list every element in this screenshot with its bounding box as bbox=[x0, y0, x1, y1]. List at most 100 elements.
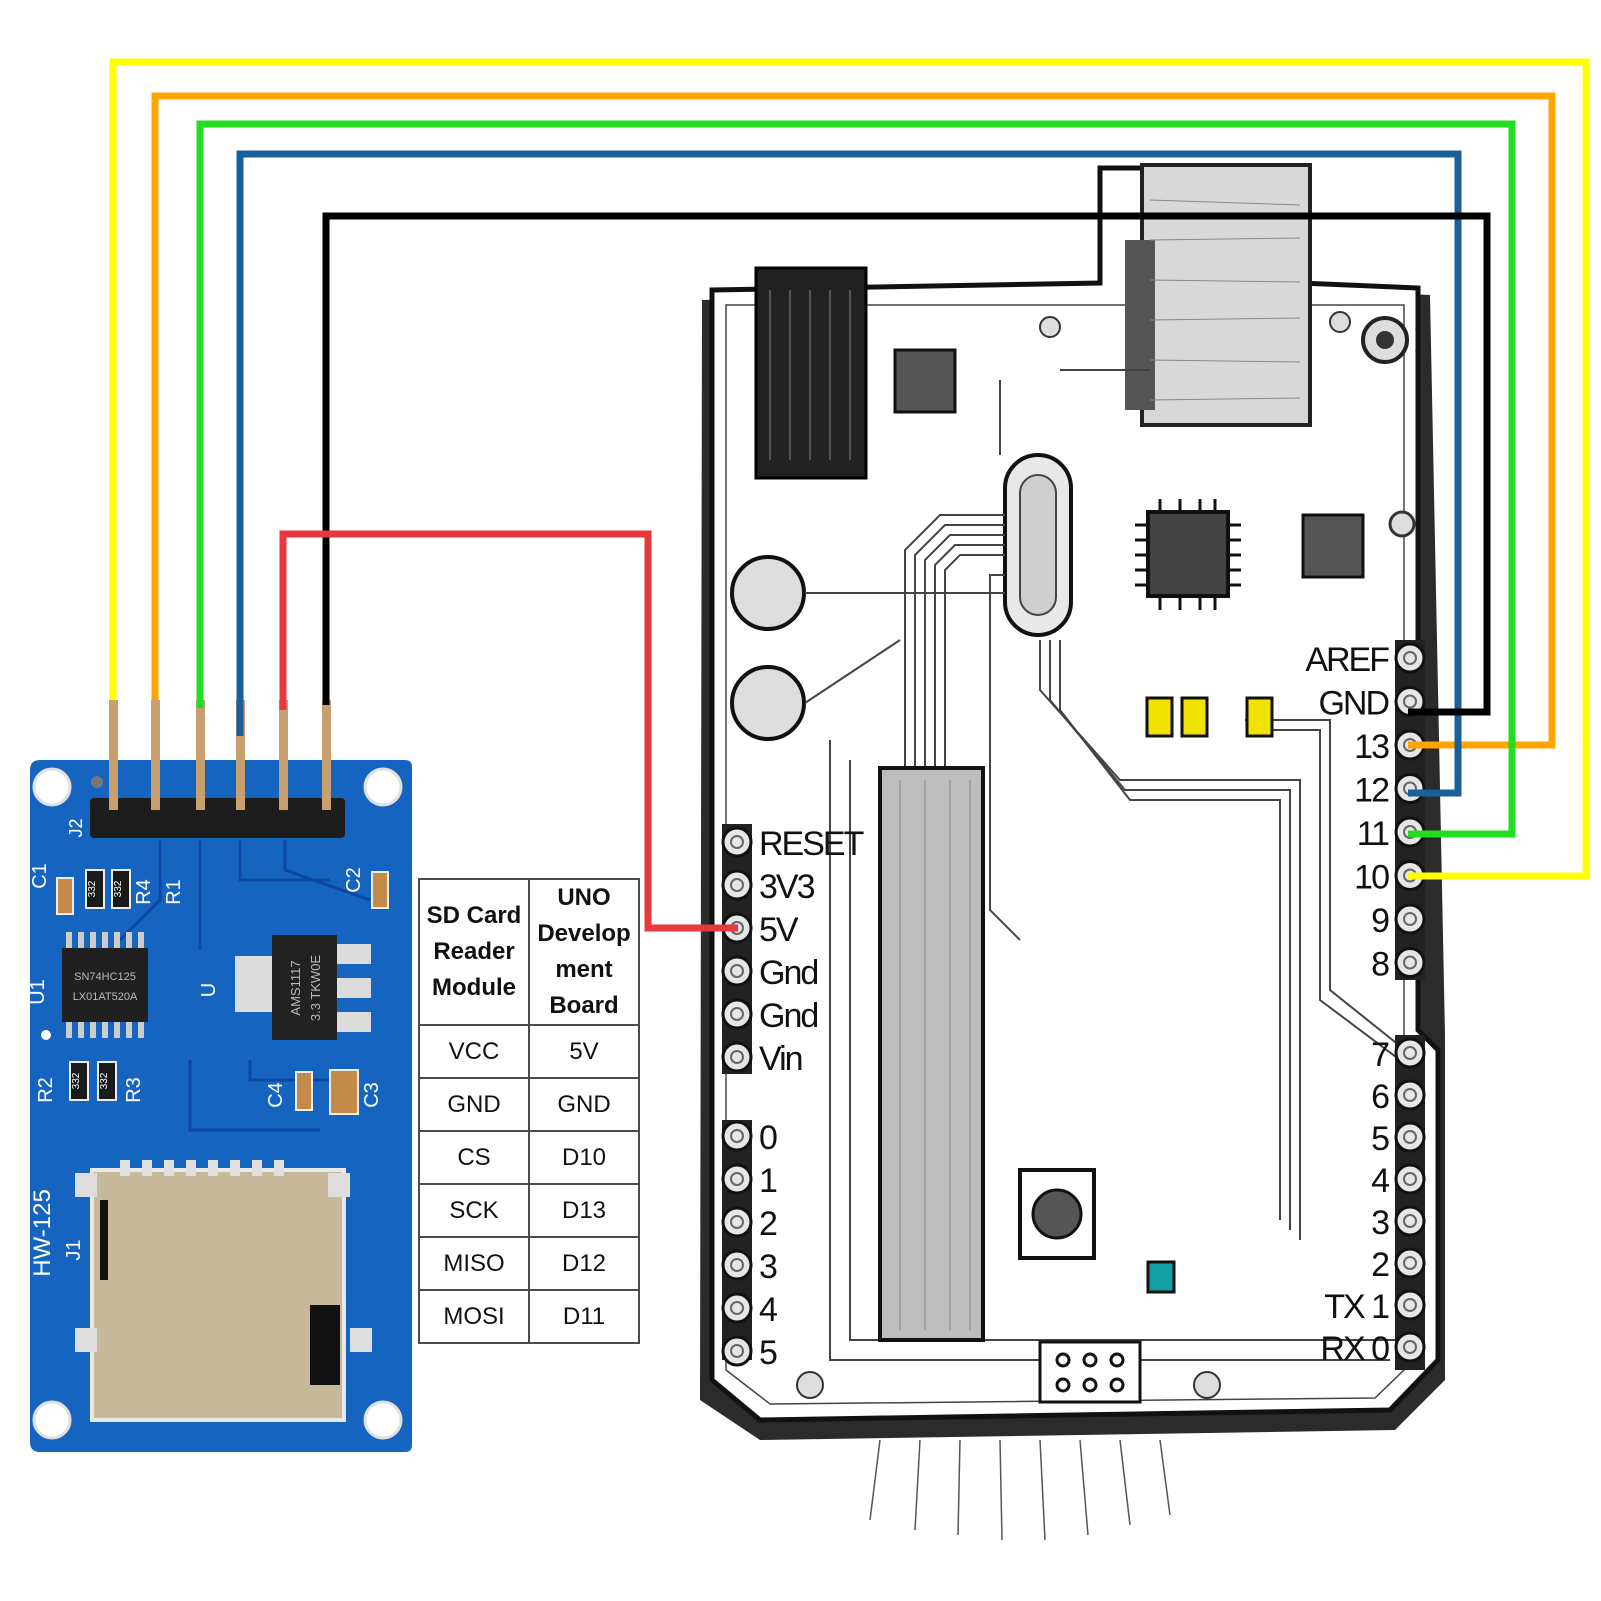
digital-label: 7 bbox=[1371, 1036, 1389, 1074]
resistor-code: 332 bbox=[99, 1072, 110, 1089]
silk-label: U bbox=[198, 983, 220, 997]
capacitor-c1 bbox=[56, 877, 74, 915]
analog-pin bbox=[721, 1163, 753, 1195]
digital-label: 12 bbox=[1354, 772, 1389, 810]
silk-label: R3 bbox=[123, 1077, 145, 1103]
table-header-row: SD Card Reader Module UNO Develop ment B… bbox=[418, 878, 640, 1026]
digital-label: 5 bbox=[1371, 1120, 1389, 1158]
header-line: Reader bbox=[433, 938, 515, 965]
header-pin bbox=[322, 700, 331, 810]
power-header bbox=[722, 824, 752, 1074]
wire-mosi bbox=[109, 58, 1590, 880]
wire-vcc bbox=[279, 530, 738, 932]
analog-label: 1 bbox=[759, 1162, 777, 1200]
header-pin bbox=[236, 700, 245, 810]
digital-pin bbox=[1394, 903, 1426, 935]
chip-marking: AMS1117 bbox=[288, 960, 303, 1015]
atmega16u2-chip bbox=[1146, 510, 1230, 598]
power-led bbox=[1146, 1260, 1176, 1294]
digital-pin bbox=[1394, 1163, 1426, 1195]
silk-label: C4 bbox=[265, 1082, 287, 1108]
silk-label: R2 bbox=[35, 1077, 57, 1103]
resistor-r2 bbox=[69, 1061, 89, 1101]
analog-label: 3 bbox=[759, 1248, 777, 1286]
analog-header bbox=[722, 1120, 752, 1360]
header-pin bbox=[109, 700, 118, 810]
power-pin bbox=[721, 955, 753, 987]
header-line: UNO bbox=[557, 884, 611, 911]
led-tx bbox=[1180, 696, 1209, 738]
power-pin bbox=[721, 998, 753, 1030]
table-cell: D10 bbox=[528, 1130, 640, 1185]
digital-pin bbox=[1394, 1247, 1426, 1279]
power-label: RESET bbox=[759, 825, 864, 863]
silk-label: C2 bbox=[343, 867, 365, 893]
table-cell: CS bbox=[418, 1130, 530, 1185]
table-cell: MISO bbox=[418, 1236, 530, 1291]
mounting-hole bbox=[32, 1400, 72, 1440]
resistor-r1 bbox=[111, 869, 131, 909]
wires bbox=[109, 58, 1590, 932]
capacitor-c4 bbox=[295, 1071, 313, 1111]
digital-label: 2 bbox=[1371, 1246, 1389, 1284]
header-pin bbox=[151, 700, 160, 810]
uno-board bbox=[700, 163, 1445, 1541]
led-rx bbox=[1245, 696, 1274, 738]
table-cell: D11 bbox=[528, 1289, 640, 1344]
power-pin bbox=[721, 826, 753, 858]
analog-pin bbox=[721, 1120, 753, 1152]
silk-label: R1 bbox=[163, 879, 185, 905]
digital-pin bbox=[1394, 1037, 1426, 1069]
table-cell: D13 bbox=[528, 1183, 640, 1238]
silk-label: C1 bbox=[29, 863, 51, 889]
silk-label: C3 bbox=[361, 1082, 383, 1108]
digital-pin bbox=[1394, 1205, 1426, 1237]
power-label: Gnd bbox=[759, 954, 817, 992]
table-cell: MOSI bbox=[418, 1289, 530, 1344]
silk-label: J2 bbox=[66, 818, 86, 837]
digital-label: 3 bbox=[1371, 1204, 1389, 1242]
connection-table: SD Card Reader Module UNO Develop ment B… bbox=[418, 878, 640, 1344]
digital-label: 9 bbox=[1371, 902, 1389, 940]
header-line: Board bbox=[549, 992, 619, 1019]
regulator-tab bbox=[235, 956, 275, 1012]
power-label: 5V bbox=[759, 911, 799, 949]
digital-label: 13 bbox=[1354, 728, 1389, 766]
digital-label: 11 bbox=[1357, 815, 1389, 853]
header-line: Develop bbox=[537, 920, 631, 947]
table-cell: 5V bbox=[528, 1024, 640, 1079]
digital-pin bbox=[1394, 773, 1426, 804]
capacitor-c3 bbox=[329, 1069, 359, 1115]
chip-marking: SN74HC125 bbox=[74, 971, 136, 983]
regulator-chip bbox=[1301, 513, 1365, 579]
silk-label: R4 bbox=[133, 879, 155, 905]
usb-chip bbox=[893, 348, 957, 414]
table-cell: GND bbox=[418, 1077, 530, 1132]
chip-marking: LX01AT520A bbox=[73, 991, 138, 1003]
digital-label: 10 bbox=[1354, 859, 1389, 897]
capacitor bbox=[730, 665, 806, 741]
atmega328-chip bbox=[878, 766, 985, 1342]
digital-label: TX 1 bbox=[1324, 1288, 1389, 1326]
digital-pin bbox=[1394, 1121, 1426, 1153]
digital-label: AREF bbox=[1305, 641, 1389, 679]
analog-pin bbox=[721, 1335, 753, 1367]
table-cell: SCK bbox=[418, 1183, 530, 1238]
digital-label: 4 bbox=[1371, 1162, 1389, 1200]
analog-pin bbox=[721, 1206, 753, 1238]
mounting-hole bbox=[363, 767, 403, 807]
power-pin bbox=[721, 869, 753, 901]
header-line: ment bbox=[555, 956, 613, 983]
resistor-code: 332 bbox=[113, 880, 124, 897]
analog-pin bbox=[721, 1249, 753, 1281]
chip-u1 bbox=[62, 948, 148, 1022]
analog-label: 4 bbox=[759, 1291, 777, 1329]
wire-cs bbox=[236, 150, 1462, 797]
digital-pin bbox=[1394, 1079, 1426, 1111]
header-pin bbox=[196, 700, 205, 810]
capacitor-c2 bbox=[371, 871, 389, 909]
capacitor bbox=[730, 555, 806, 631]
